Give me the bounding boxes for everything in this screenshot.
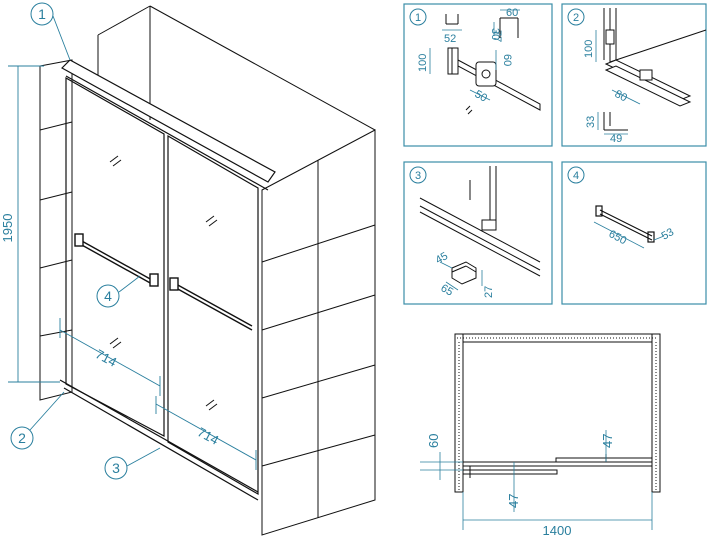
callout-1-label: 1 (38, 6, 46, 22)
width-dimension-left (59, 318, 161, 396)
detail-panel-2: 2 100 80 33 49 (561, 3, 707, 147)
detail-2-dim-100: 100 (583, 40, 595, 58)
callout-2-label: 2 (18, 430, 26, 446)
plan-dim-47-bottom: 47 (506, 494, 521, 508)
detail-1-dim-30: 30 (489, 28, 501, 40)
detail-panel-1: 1 52 30 60 77 100 60 50 (403, 3, 553, 147)
detail-1-dim-77: 77 (491, 30, 503, 42)
callout-1: 1 (30, 2, 71, 61)
callout-3-label: 3 (112, 460, 120, 476)
detail-3-dim-45: 45 (434, 250, 451, 267)
plan-view: 60 47 47 1400 (420, 333, 661, 538)
detail-1-dim-52: 52 (444, 33, 456, 45)
bottom-rail (59, 379, 259, 501)
height-label: 1950 (0, 214, 15, 243)
left-wall (39, 59, 73, 401)
detail-4-number: 4 (573, 170, 579, 182)
detail-4-dim-53: 53 (660, 226, 677, 243)
callout-4-label: 4 (104, 288, 112, 304)
callout-3: 3 (104, 447, 161, 480)
detail-2-dim-80: 80 (613, 88, 629, 104)
detail-2-dim-33: 33 (585, 116, 597, 128)
detail-panel-4: 4 650 53 (561, 161, 707, 305)
main-view: 1950 714 714 1 4 2 (0, 2, 376, 536)
handle-bar-left (74, 233, 159, 287)
detail-1-dim-100: 100 (417, 54, 429, 72)
detail-1-dim-60-side: 60 (501, 54, 513, 66)
width-label-left: 714 (93, 346, 119, 369)
width-dimension-right (155, 396, 257, 470)
detail-1-dim-50: 50 (473, 88, 490, 105)
detail-2-dim-49: 49 (610, 133, 622, 145)
detail-2-number: 2 (573, 12, 579, 24)
callout-2: 2 (10, 391, 65, 450)
top-rail (61, 59, 276, 191)
callout-4: 4 (96, 275, 141, 308)
detail-3-dim-27: 27 (483, 286, 495, 298)
detail-3-dim-65: 65 (439, 282, 456, 299)
glass-marks (109, 155, 218, 411)
handle-bar-right (169, 277, 253, 331)
plan-dim-1400: 1400 (543, 523, 572, 538)
right-wall (261, 129, 376, 536)
detail-panel-3: 3 45 65 27 (403, 161, 553, 305)
detail-1-number: 1 (415, 12, 421, 24)
height-dimension (8, 65, 60, 383)
plan-dim-47-top: 47 (600, 434, 615, 448)
back-wall (97, 5, 376, 131)
detail-1-dim-60-top: 60 (506, 7, 518, 19)
door-panel-right (167, 134, 259, 496)
door-panel-left (65, 76, 165, 437)
plan-dim-60: 60 (426, 434, 441, 448)
detail-3-number: 3 (415, 170, 421, 182)
